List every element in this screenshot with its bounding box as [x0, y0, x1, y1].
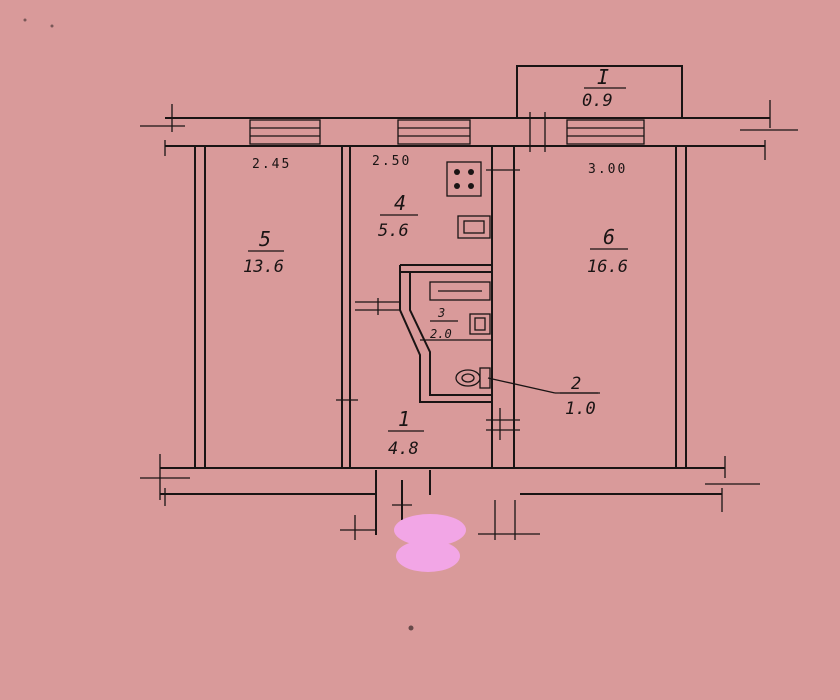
room-4-area: 5.6 [378, 221, 409, 241]
room-6-area: 16.6 [587, 257, 628, 277]
top-wall [140, 100, 798, 160]
partition-4-6 [491, 146, 515, 468]
room-2-area: 1.0 [565, 399, 596, 419]
washbasin-icon [469, 313, 491, 335]
door-marks [336, 169, 520, 440]
stove-icon [446, 161, 482, 197]
partition-5-4 [341, 146, 351, 468]
bathroom-block [355, 264, 492, 403]
room-6-number: 6 [603, 225, 615, 249]
dimension-left: 2.45 [252, 157, 291, 172]
window-room-5 [249, 119, 321, 145]
room-1-number: 1 [398, 407, 410, 431]
room-1-area: 4.8 [388, 439, 419, 459]
bathtub-icon [429, 281, 491, 301]
room-4-number: 4 [394, 191, 406, 215]
room-2-number: 2 [571, 374, 581, 394]
toilet-icon [455, 367, 491, 389]
bottom-wall [140, 454, 760, 512]
entrance [340, 470, 540, 540]
room-I-number: I [597, 65, 609, 89]
right-wall [675, 146, 687, 468]
dimension-middle: 2.50 [372, 154, 411, 169]
room-3-number: 3 [437, 306, 445, 320]
left-wall [194, 146, 206, 468]
room-5-area: 13.6 [243, 257, 284, 277]
dimension-right: 3.00 [588, 162, 627, 177]
window-room-4 [397, 119, 471, 145]
redaction-blob [394, 514, 466, 572]
window-room-6 [566, 119, 645, 145]
room-3-area: 2.0 [430, 327, 452, 341]
sink-icon [457, 215, 491, 239]
room-2-leader [487, 377, 600, 394]
room-5-number: 5 [259, 227, 271, 251]
room-I-area: 0.9 [582, 91, 613, 111]
